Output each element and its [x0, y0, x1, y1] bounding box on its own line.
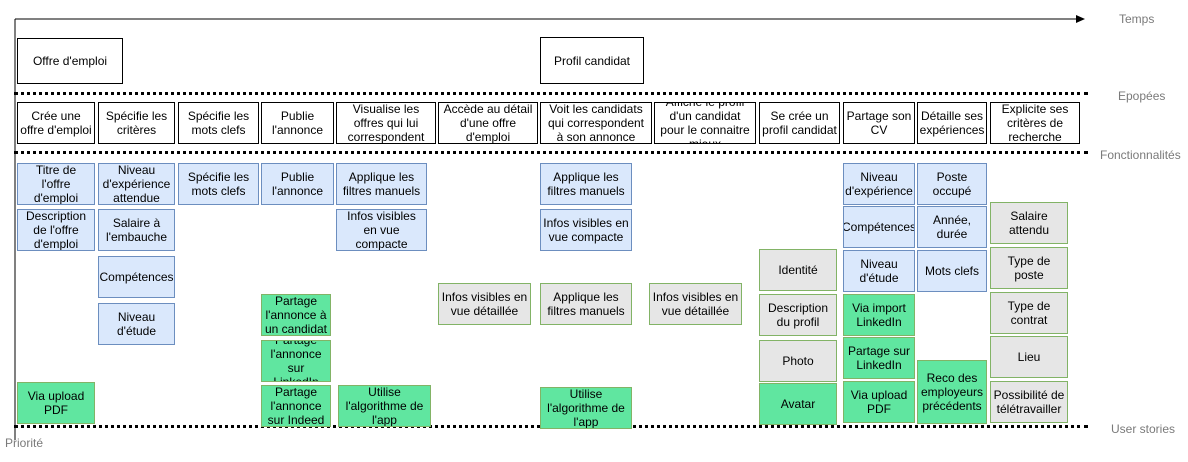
separator-fonctionnalites: [14, 151, 1088, 154]
story-annee-duree: Année, durée: [917, 206, 987, 248]
story-infos-detaillee-candidat: Infos visibles en vue détaillée: [649, 283, 742, 325]
epic-explicite-criteres: Explicite ses critères de recherche: [990, 102, 1080, 144]
story-infos-detaillee-offre: Infos visibles en vue détaillée: [438, 283, 531, 325]
epic-partage-cv: Partage son CV: [843, 102, 915, 144]
story-reco-employeurs: Reco des employeurs précédents: [917, 360, 987, 424]
story-filtres-manuels-offres: Applique les filtres manuels: [336, 163, 427, 205]
separator-epopees: [14, 92, 1088, 95]
story-mots-clefs-experiences: Mots clefs: [917, 250, 987, 292]
epic-cree-profil: Se crée un profil candidat: [759, 102, 840, 144]
story-niveau-experience-attendue: Niveau d'expérience attendue: [98, 163, 175, 205]
story-algorithme-offres: Utilise l'algorithme de l'app: [338, 385, 431, 427]
epic-affiche-profil: Affiche le profil d'un candidat pour le …: [654, 102, 756, 144]
story-titre-offre: Titre de l'offre d'emploi: [17, 163, 95, 205]
lane-label-epopees: Epopées: [1118, 89, 1166, 103]
epic-detaille-experiences: Détaille ses expériences: [917, 102, 987, 144]
story-teletravail: Possibilité de télétravailler: [990, 381, 1068, 423]
story-infos-compacte-candidats: Infos visibles en vue compacte: [540, 209, 632, 251]
story-infos-compacte-offres: Infos visibles en vue compacte: [336, 209, 427, 251]
story-partage-linkedin-annonce: Partage l'annonce sur LinkedIn: [261, 340, 331, 382]
epic-visualise-offres: Visualise les offres qui lui corresponde…: [336, 102, 436, 144]
story-niveau-etude-cv: Niveau d'étude: [843, 250, 915, 292]
story-publie-annonce: Publie l'annonce: [261, 163, 334, 205]
story-algorithme-candidats: Utilise l'algorithme de l'app: [540, 387, 632, 429]
epic-specifie-criteres: Spécifie les critères: [98, 102, 175, 144]
story-lieu: Lieu: [990, 336, 1068, 378]
activity-profil-candidat: Profil candidat: [540, 37, 644, 84]
story-salaire-embauche: Salaire à l'embauche: [98, 209, 175, 251]
epic-voit-candidats: Voit les candidats qui correspondent à s…: [540, 102, 652, 144]
story-poste-occupe: Poste occupé: [917, 163, 987, 205]
story-filtres-manuels-detail: Applique les filtres manuels: [540, 283, 632, 325]
story-partage-indeed: Partage l'annonce sur Indeed: [261, 385, 331, 427]
story-niveau-experience-cv: Niveau d'expérience: [843, 163, 915, 205]
epic-cree-offre: Crée une offre d'emploi: [17, 102, 95, 144]
lane-label-fonctionnalites: Fonctionnalités: [1100, 148, 1181, 162]
story-type-contrat: Type de contrat: [990, 292, 1068, 334]
epic-publie-annonce: Publie l'annonce: [261, 102, 334, 144]
story-photo: Photo: [759, 340, 837, 382]
story-description-offre: Description de l'offre d'emploi: [17, 209, 95, 251]
time-arrow-head: [1076, 15, 1085, 23]
story-avatar: Avatar: [759, 383, 837, 425]
story-competences-cv: Compétences: [843, 206, 915, 248]
activity-offre-emploi: Offre d'emploi: [17, 38, 123, 84]
story-upload-pdf-cv: Via upload PDF: [843, 381, 915, 423]
story-niveau-etude-offre: Niveau d'étude: [98, 303, 175, 345]
story-salaire-attendu: Salaire attendu: [990, 202, 1068, 244]
story-filtres-manuels-candidats: Applique les filtres manuels: [540, 163, 632, 205]
lane-label-user-stories: User stories: [1111, 422, 1176, 436]
lane-label-temps: Temps: [1119, 12, 1155, 26]
epic-specifie-mots-clefs: Spécifie les mots clefs: [178, 102, 259, 144]
story-type-poste: Type de poste: [990, 247, 1068, 289]
story-description-profil: Description du profil: [759, 294, 837, 336]
story-identite: Identité: [759, 249, 837, 291]
priority-label: Priorité: [5, 436, 44, 450]
story-partage-candidat: Partage l'annonce à un candidat: [261, 294, 331, 336]
story-upload-pdf-offre: Via upload PDF: [17, 382, 95, 424]
story-import-linkedin: Via import LinkedIn: [843, 294, 915, 336]
story-partage-linkedin-cv: Partage sur LinkedIn: [843, 337, 915, 379]
story-specifie-mots-clefs: Spécifie les mots clefs: [178, 163, 259, 205]
story-competences-offre: Compétences: [98, 256, 175, 298]
epic-accede-detail-offre: Accède au détail d'une offre d'emploi: [438, 102, 538, 144]
